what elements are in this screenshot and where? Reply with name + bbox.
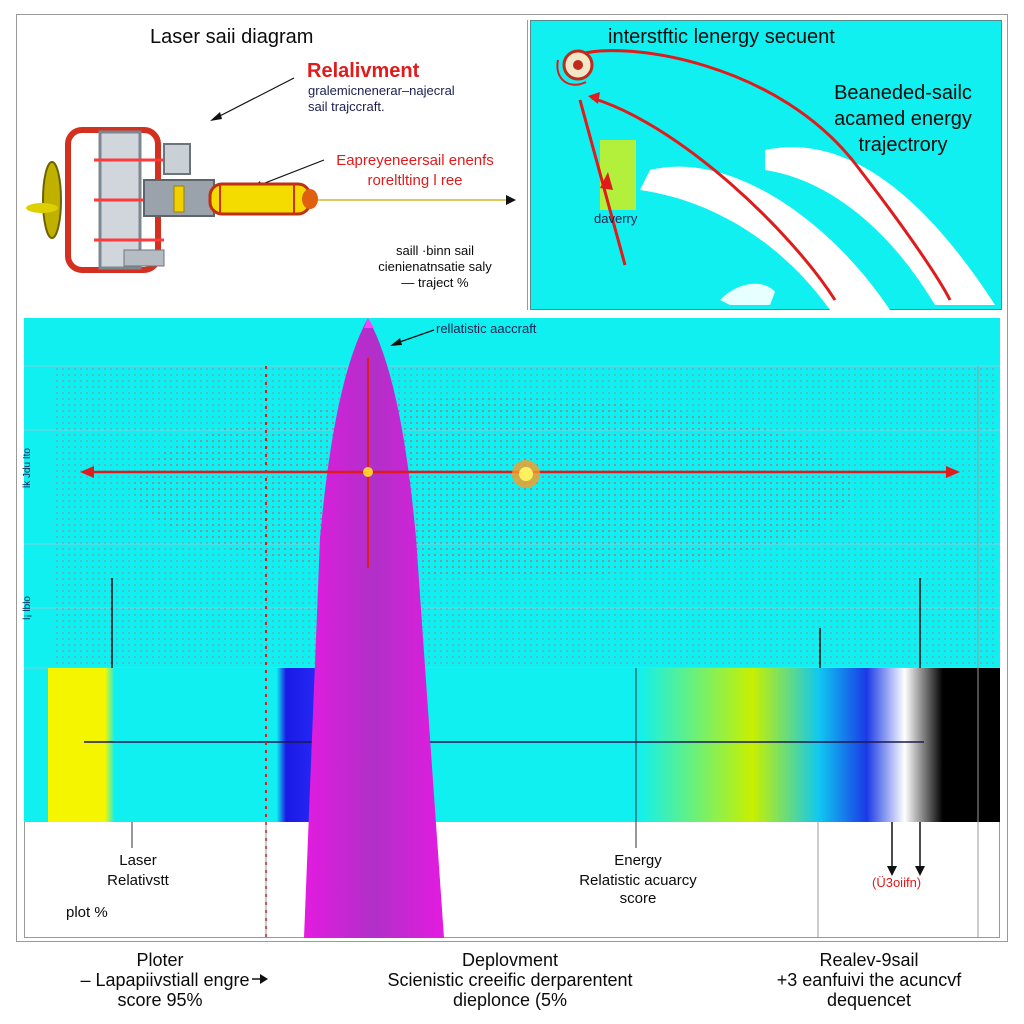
- beamed-sail-line3: trajectrory: [858, 134, 948, 156]
- relativity-label: Relalivment: [307, 60, 420, 82]
- plot-percent-label: plot %: [66, 904, 108, 921]
- footer-right-line3: dequencet: [826, 990, 912, 1010]
- footer-left-line2: – Lapapiivstiall engre: [80, 970, 250, 990]
- interstellar-trajectory-illustration: [556, 49, 995, 310]
- bottom-right-red-label: (Ü3oiifn): [872, 875, 922, 890]
- delivery-label: daverry: [594, 211, 638, 226]
- beamed-sail-line1: Beaneded-sailc: [834, 82, 972, 104]
- sail-note-line2: cienienatnsatie saly: [378, 259, 492, 274]
- laser-label-line1: Laser: [119, 852, 157, 869]
- trajectory-note-line2: sail trajccraft.: [308, 99, 385, 114]
- spacecraft-illustration: [26, 77, 516, 273]
- sail-energy-label-line1: Eapreyeneersail enenfs: [336, 152, 494, 169]
- energy-label-line1: Energy: [614, 852, 662, 869]
- beamed-sail-line2: acamed energy: [834, 108, 972, 130]
- interstellar-title: interstftic lenergy secuent: [608, 26, 835, 48]
- axis-label-upper: lk Jdu Ito: [22, 448, 33, 489]
- laser-label-line2: Relativstt: [107, 872, 169, 889]
- sail-note-line1: saill ·binn sail: [395, 243, 475, 258]
- sail-note-line3: — traject %: [401, 275, 469, 290]
- footer-center-line3: dieplonce (5%: [452, 990, 568, 1010]
- footer-right-line2: +3 eanfuivi the acuncvf: [776, 970, 962, 990]
- energy-label-line2: Relatistic acuarcy: [579, 872, 697, 889]
- footer-left-line3: score 95%: [117, 990, 203, 1010]
- outer-frame: [16, 14, 1008, 942]
- footer-center-line2: Scienistic creeific derparentent: [387, 970, 633, 990]
- axis-label-lower: l¡ lblo: [22, 596, 33, 620]
- footer-left-line1: Ploter: [136, 950, 184, 970]
- footer-left-arrow: [252, 974, 268, 984]
- diagram-title: Laser saii diagram: [150, 26, 314, 48]
- footer-right-line1: Realev-9sail: [819, 950, 919, 970]
- footer-center-line1: Deplovment: [461, 950, 559, 970]
- sail-energy-label-line2: roreltlting l ree: [367, 172, 463, 189]
- trajectory-note-line1: gralemicnenerar–najecral: [308, 83, 455, 98]
- energy-label-line3: score: [619, 890, 657, 907]
- spike-label: rellatistic aaccraft: [436, 321, 537, 336]
- relativistic-plot: [24, 318, 1000, 938]
